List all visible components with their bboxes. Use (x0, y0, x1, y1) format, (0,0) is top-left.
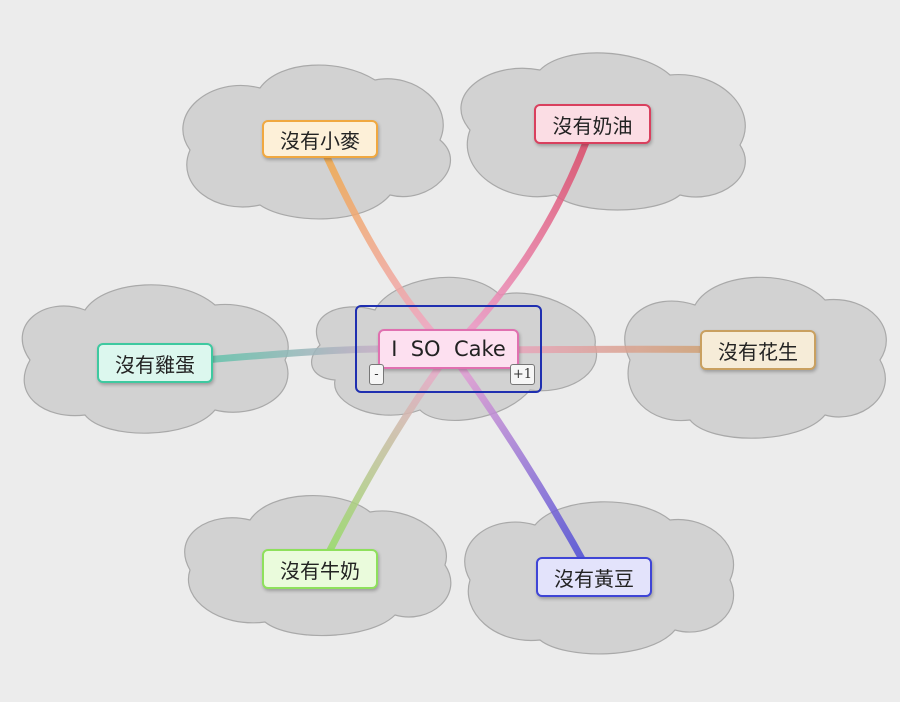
branch-egg-label: 沒有雞蛋 (115, 352, 195, 377)
branch-cream[interactable]: 沒有奶油 (534, 104, 651, 144)
branch-soy-label: 沒有黃豆 (554, 566, 634, 591)
central-topic-label: I SO Cake (391, 337, 506, 361)
branch-cream-label: 沒有奶油 (552, 113, 633, 138)
central-topic[interactable]: I SO Cake (378, 329, 519, 369)
collapse-button[interactable]: - (369, 364, 384, 385)
branch-wheat-label: 沒有小麥 (280, 128, 360, 153)
branch-peanut[interactable]: 沒有花生 (700, 330, 816, 370)
connector-milk (316, 348, 454, 574)
branch-soy[interactable]: 沒有黃豆 (536, 557, 652, 597)
connector-soy (446, 348, 596, 581)
branch-peanut-label: 沒有花生 (718, 339, 798, 364)
selection-frame (355, 305, 542, 393)
branch-milk[interactable]: 沒有牛奶 (262, 549, 378, 589)
branch-egg[interactable]: 沒有雞蛋 (97, 343, 213, 383)
expand-button[interactable]: +1 (510, 364, 535, 385)
branch-milk-label: 沒有牛奶 (280, 558, 360, 583)
branch-wheat[interactable]: 沒有小麥 (262, 120, 378, 158)
